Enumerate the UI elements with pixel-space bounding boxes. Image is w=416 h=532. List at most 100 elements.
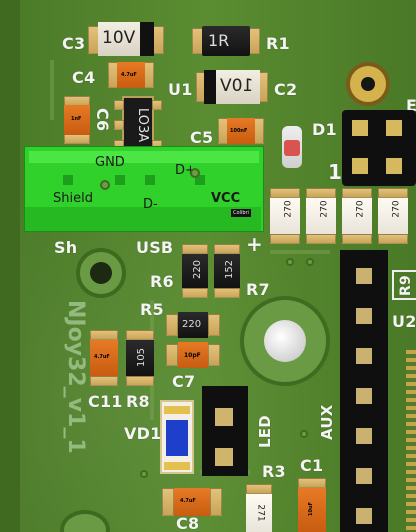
- header-pin: [215, 448, 233, 466]
- via: [140, 470, 148, 478]
- label-c7: C7: [172, 372, 196, 391]
- diode-d1: [282, 126, 302, 168]
- usb-connector: GND D+ Shield D- VCC Colibri: [24, 146, 264, 232]
- mounting-hole-bottom: [60, 510, 110, 532]
- pad: [270, 188, 300, 198]
- pad: [114, 120, 124, 130]
- header-pin: [386, 158, 402, 174]
- capacitor-c5: 100nF: [227, 118, 255, 144]
- resistor-270-1: 270: [270, 188, 300, 244]
- pad: [208, 314, 220, 336]
- mounting-hole-center: [240, 296, 330, 386]
- resistor-270-2: 270: [306, 188, 336, 244]
- pad: [114, 100, 124, 110]
- capacitor-c8: 4.7uF: [174, 488, 210, 516]
- hole-center: [264, 320, 306, 362]
- res-marking: 270: [319, 200, 330, 218]
- res-marking: 270: [391, 200, 402, 218]
- pad: [306, 234, 336, 244]
- resistor-r3: 271: [246, 484, 272, 532]
- r1-marking: 1R: [208, 31, 230, 50]
- pad: [90, 376, 118, 386]
- polarity-band: [204, 70, 216, 104]
- label-r5: R5: [140, 300, 164, 319]
- r9-outline: [392, 270, 416, 300]
- label-one: 1: [328, 160, 343, 184]
- pad: [90, 330, 118, 340]
- pad: [214, 244, 240, 254]
- res-marking: 270: [355, 200, 366, 218]
- c7-marking: 10pF: [184, 352, 201, 359]
- via: [286, 258, 294, 266]
- hole-center: [361, 77, 375, 91]
- pad: [298, 478, 326, 488]
- capacitor-c4: 4.7uF: [117, 62, 145, 88]
- pad: [254, 118, 264, 144]
- diode-d1-body: [284, 140, 300, 156]
- label-vcc: VCC: [211, 191, 241, 206]
- connector-lip: [29, 151, 259, 163]
- label-c8: C8: [176, 514, 200, 532]
- label-r1: R1: [266, 34, 290, 53]
- resistor-body: 270: [342, 198, 372, 234]
- label-c5: C5: [190, 128, 214, 147]
- capacitor-c1: 10uF: [298, 478, 326, 532]
- pad: [214, 288, 240, 298]
- header-pin: [356, 388, 372, 404]
- resistor-r7: 152: [214, 244, 240, 298]
- pad: [342, 188, 372, 198]
- mounting-hole-top: [346, 62, 390, 106]
- label-e: E: [406, 96, 416, 115]
- via: [300, 430, 308, 438]
- label-r6: R6: [150, 272, 174, 291]
- c5-marking: 100nF: [230, 128, 248, 134]
- c1-marking: 10uF: [307, 502, 314, 516]
- header-pin: [356, 468, 372, 484]
- pad: [378, 188, 408, 198]
- via: [100, 180, 110, 190]
- label-c4: C4: [72, 68, 96, 87]
- connector-base: [25, 207, 261, 231]
- header-pin: [352, 158, 368, 174]
- board-edge-left: [0, 0, 20, 532]
- label-led: LED: [256, 415, 274, 448]
- led-pad: [164, 406, 190, 414]
- pad: [208, 344, 220, 366]
- header-pin: [352, 120, 368, 136]
- resistor-body: 270: [270, 198, 300, 234]
- resistor-r5: 220: [178, 312, 208, 338]
- capacitor-c2: 10V: [204, 70, 260, 104]
- r6-marking: 220: [192, 259, 204, 280]
- resistor-body: 152: [214, 254, 240, 288]
- r3-marking: 271: [255, 504, 266, 522]
- via: [306, 258, 314, 266]
- res-marking: 270: [283, 200, 294, 218]
- led-pad: [164, 462, 190, 470]
- label-u1: U1: [168, 80, 193, 99]
- resistor-body: 271: [246, 494, 272, 532]
- pad: [166, 314, 178, 336]
- label-d1: D1: [312, 120, 337, 139]
- header-pin: [215, 408, 233, 426]
- label-shield: Shield: [53, 191, 93, 206]
- label-usb: USB: [136, 238, 174, 257]
- cap-c3-marking: 10V: [102, 28, 136, 48]
- header-pin: [356, 428, 372, 444]
- pad: [144, 62, 154, 88]
- resistor-body: 270: [306, 198, 336, 234]
- c6-marking: 1nF: [71, 116, 82, 122]
- header-aux: [340, 250, 388, 532]
- r5-marking: 220: [182, 319, 202, 330]
- pad: [270, 234, 300, 244]
- via: [190, 168, 200, 178]
- pad: [152, 100, 162, 110]
- header-pin: [356, 268, 372, 284]
- label-plus: +: [246, 232, 263, 256]
- pad: [246, 484, 272, 494]
- capacitor-c6: 1nF: [64, 105, 90, 135]
- polarity-band: [140, 22, 154, 56]
- board-name: NJoy32_v1_1: [63, 300, 88, 454]
- resistor-r8: 105: [126, 330, 154, 386]
- pad: [166, 344, 178, 366]
